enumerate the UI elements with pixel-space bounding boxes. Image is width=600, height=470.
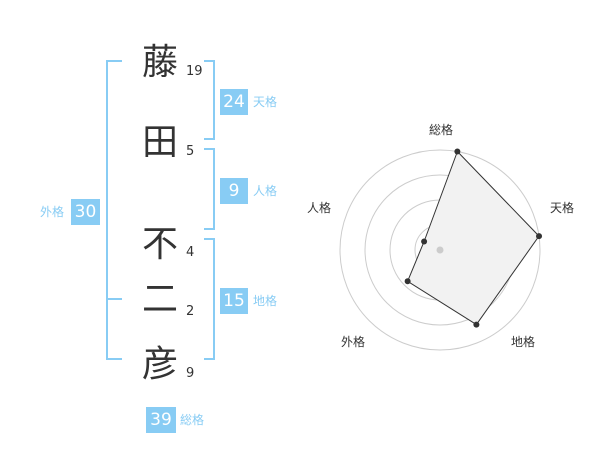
- radar-point-chikaku: [473, 321, 480, 328]
- name-char-4: 二: [141, 279, 178, 320]
- stroke-count-4: 2: [186, 304, 195, 319]
- radar-point-tenkaku: [536, 233, 543, 240]
- name-char-3: 不: [141, 224, 178, 265]
- name-char-1: 藤: [141, 42, 178, 83]
- radar-polygon: [406, 150, 540, 326]
- radar-label-tenkaku: 天格: [550, 201, 575, 215]
- soukaku-value-badge: 39: [146, 407, 176, 433]
- stroke-count-3: 4: [186, 245, 195, 260]
- jinkaku-label: 人格: [253, 184, 278, 198]
- tenkaku-value-badge: 24: [220, 89, 248, 115]
- gaikaku-value-badge: 30: [71, 199, 100, 225]
- radar-point-gaikaku: [404, 278, 411, 285]
- name-char-5: 彦: [141, 344, 178, 385]
- stroke-count-5: 9: [186, 366, 195, 381]
- radar-ring-4: [339, 149, 541, 351]
- gaikaku-label: 外格: [40, 205, 65, 219]
- stroke-count-2: 5: [186, 144, 195, 159]
- chikaku-value-badge: 15: [220, 288, 248, 314]
- soukaku-label: 総格: [180, 413, 205, 427]
- radar-point-soukaku: [454, 148, 461, 155]
- name-char-2: 田: [141, 122, 178, 163]
- stroke-count-1: 19: [186, 64, 203, 79]
- tenkaku-label: 天格: [253, 95, 278, 109]
- jinkaku-value-badge: 9: [220, 178, 248, 204]
- chikaku-label: 地格: [253, 294, 278, 308]
- radar-label-chikaku: 地格: [511, 335, 536, 349]
- radar-point-jinkaku: [421, 238, 428, 245]
- radar-label-jinkaku: 人格: [307, 201, 332, 215]
- radar-label-soukaku: 総格: [429, 123, 454, 137]
- radar-label-gaikaku: 外格: [341, 335, 366, 349]
- radar-center-dot: [436, 246, 444, 254]
